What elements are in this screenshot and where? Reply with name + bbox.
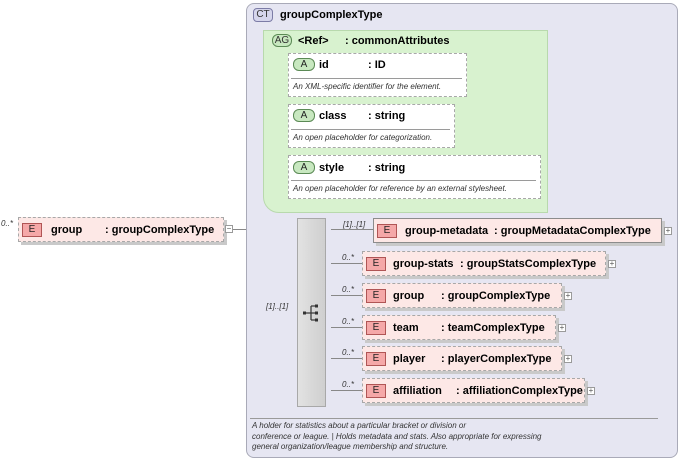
- child-element-name: group: [393, 290, 425, 302]
- expand-icon[interactable]: +: [558, 323, 566, 332]
- element-badge-icon: E: [366, 321, 386, 335]
- child-element-player[interactable]: E player : playerComplexType: [362, 346, 562, 371]
- element-badge-icon: E: [366, 384, 386, 398]
- doc-line: A holder for statistics about a particul…: [252, 421, 467, 430]
- child-cardinality: 0..*: [342, 348, 355, 357]
- attribute-separator: [291, 129, 450, 130]
- attribute-separator: [291, 180, 536, 181]
- child-cardinality: [1]..[1]: [343, 220, 366, 229]
- child-element-group[interactable]: E group : groupComplexType: [362, 283, 562, 308]
- child-element-type: : groupStatsComplexType: [460, 258, 597, 270]
- connector-child: [331, 358, 362, 359]
- expand-icon[interactable]: +: [564, 354, 572, 363]
- attribute-doc: An open placeholder for reference by an …: [293, 184, 507, 193]
- complex-type-name: groupComplexType: [280, 9, 383, 21]
- attribute-type: : string: [368, 110, 406, 122]
- sequence-icon: [303, 304, 318, 322]
- attribute-badge-icon: A: [293, 109, 315, 122]
- root-element-group[interactable]: E group : groupComplexType: [18, 217, 224, 242]
- child-element-name: team: [393, 322, 419, 334]
- complex-type-documentation: A holder for statistics about a particul…: [252, 421, 542, 453]
- attribute-group-name: : commonAttributes: [345, 35, 450, 47]
- attribute-name: id: [319, 59, 329, 71]
- attribute-type: : string: [368, 162, 406, 174]
- child-cardinality: 0..*: [342, 380, 355, 389]
- element-badge-icon: E: [377, 224, 397, 238]
- element-badge-icon: E: [366, 352, 386, 366]
- child-element-type: : affiliationComplexType: [456, 385, 583, 397]
- collapse-toggle-icon[interactable]: −: [225, 224, 233, 233]
- connector-root: [233, 229, 258, 230]
- attribute-badge-icon: A: [293, 58, 315, 71]
- expand-icon[interactable]: +: [664, 226, 672, 235]
- element-badge-icon: E: [22, 223, 42, 237]
- expand-icon[interactable]: +: [564, 291, 572, 300]
- attribute-badge-icon: A: [293, 161, 315, 174]
- child-element-type: : groupMetadataComplexType: [494, 225, 651, 237]
- child-element-name: group-stats: [393, 258, 454, 270]
- connector-child: [331, 229, 373, 230]
- root-element-type: : groupComplexType: [105, 224, 215, 236]
- connector-child: [331, 295, 362, 296]
- child-element-team[interactable]: E team : teamComplexType: [362, 315, 556, 340]
- expand-icon[interactable]: +: [587, 386, 595, 395]
- child-cardinality: 0..*: [342, 285, 355, 294]
- child-cardinality: 0..*: [342, 317, 355, 326]
- element-badge-icon: E: [366, 257, 386, 271]
- child-element-group-metadata[interactable]: E group-metadata : groupMetadataComplexT…: [373, 218, 662, 243]
- attribute-type: : ID: [368, 59, 386, 71]
- child-element-type: : playerComplexType: [441, 353, 552, 365]
- attribute-name: style: [319, 162, 345, 174]
- element-badge-icon: E: [366, 289, 386, 303]
- root-element-name: group: [51, 224, 83, 236]
- sequence-cardinality: [1]..[1]: [266, 302, 289, 311]
- root-cardinality: 0..*: [1, 219, 14, 228]
- child-element-name: group-metadata: [405, 225, 489, 237]
- attribute-class[interactable]: [288, 104, 455, 148]
- attribute-doc: An XML-specific identifier for the eleme…: [293, 82, 442, 91]
- complex-type-doc-separator: [250, 418, 658, 419]
- attribute-group-badge-icon: AG: [272, 34, 292, 47]
- child-element-type: : groupComplexType: [441, 290, 551, 302]
- expand-icon[interactable]: +: [608, 259, 616, 268]
- doc-line: conference or league. | Holds metadata a…: [252, 431, 542, 441]
- child-element-group-stats[interactable]: E group-stats : groupStatsComplexType: [362, 251, 606, 276]
- attribute-style[interactable]: [288, 155, 541, 199]
- connector-child: [331, 263, 362, 264]
- child-element-affiliation[interactable]: E affiliation : affiliationComplexType: [362, 378, 585, 403]
- connector-child: [331, 327, 362, 328]
- attribute-separator: [291, 78, 462, 79]
- attribute-id[interactable]: [288, 53, 467, 97]
- attribute-group-ref: <Ref>: [298, 35, 329, 47]
- doc-line: general organization/league membership a…: [252, 442, 449, 451]
- complex-type-badge-icon: CT: [253, 8, 273, 22]
- child-element-name: player: [393, 353, 426, 365]
- child-element-name: affiliation: [393, 385, 442, 397]
- child-cardinality: 0..*: [342, 253, 355, 262]
- connector-child: [331, 390, 362, 391]
- attribute-doc: An open placeholder for categorization.: [293, 133, 433, 142]
- child-element-type: : teamComplexType: [441, 322, 545, 334]
- attribute-name: class: [319, 110, 347, 122]
